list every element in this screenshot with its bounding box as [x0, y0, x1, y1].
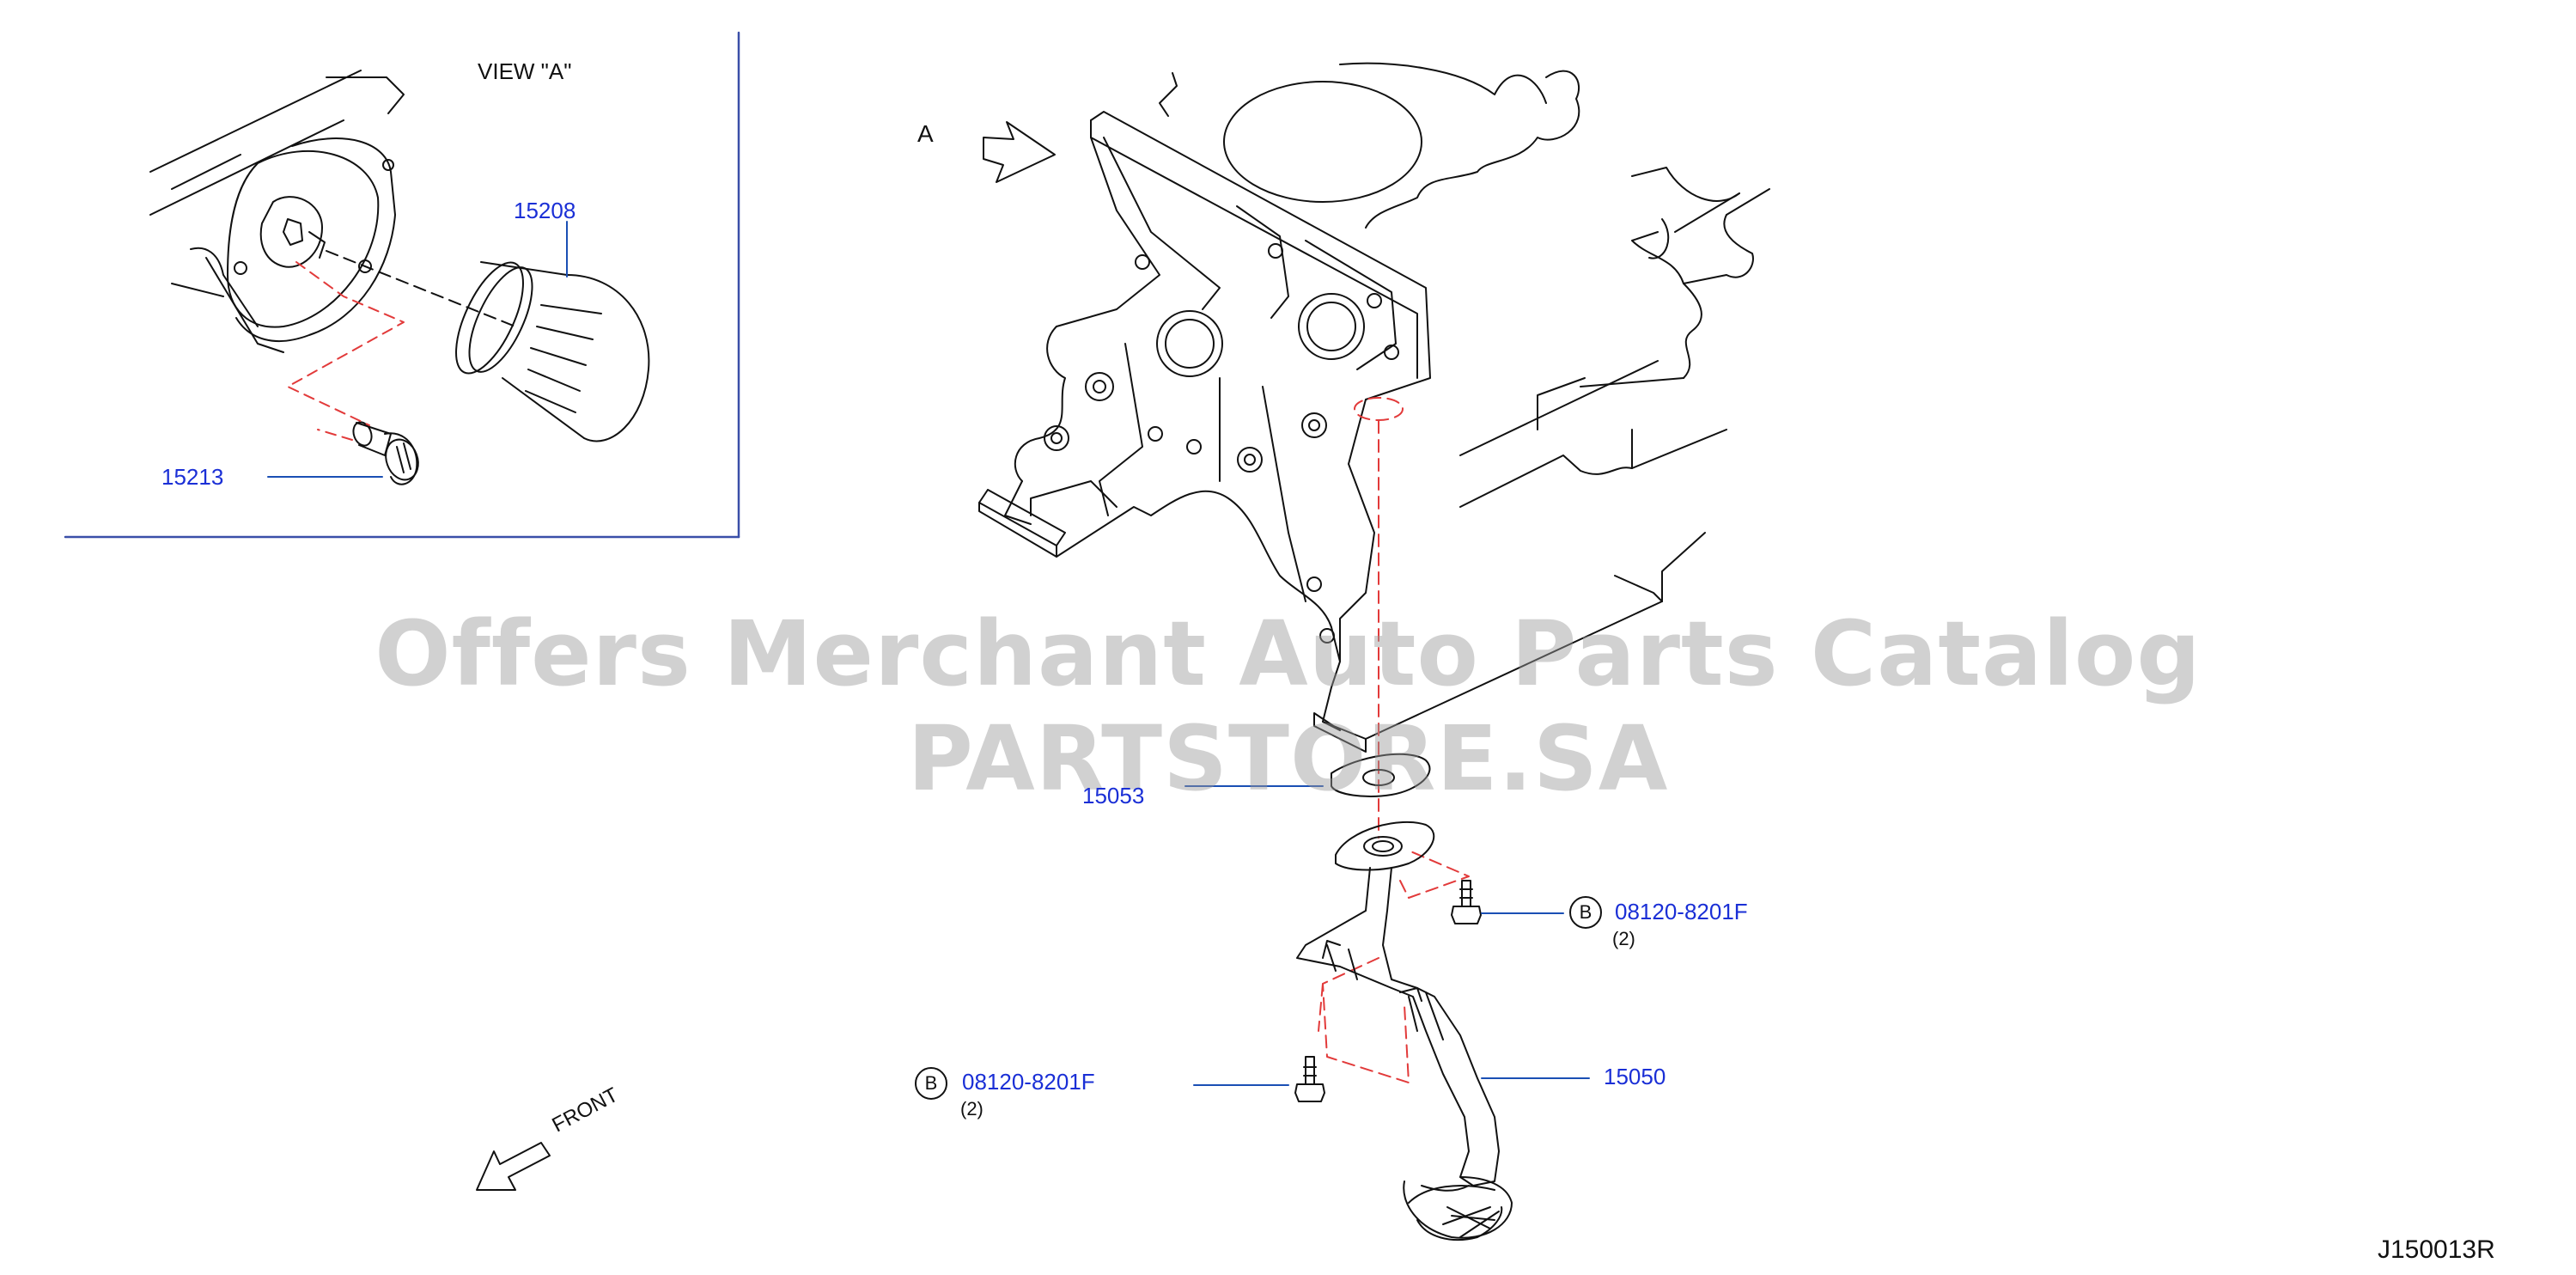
part-number-connector-bolt[interactable]: 15213 [161, 464, 224, 490]
part-number-bolt-lower[interactable]: 08120-8201F [962, 1069, 1095, 1095]
oil-filter-drawing [455, 261, 650, 442]
view-a-frame [64, 31, 740, 539]
main-leaders [1184, 785, 1590, 1086]
bolt-lower-quantity: (2) [960, 1098, 984, 1119]
main-guides [1318, 397, 1470, 1083]
view-arrow-drawing [983, 121, 1056, 183]
engine-block-drawing [1159, 62, 1770, 740]
watermark-text: Offers Merchant Auto Parts Catalog PARTS… [375, 601, 2201, 811]
filter-mount-housing [149, 70, 405, 353]
bolt-upper-circle-badge: B [1569, 896, 1602, 929]
front-cover-drawing [978, 111, 1431, 753]
view-title: VIEW "A" [478, 58, 572, 84]
oil-strainer-drawing [1296, 821, 1513, 1241]
front-arrow-icon [476, 1142, 551, 1191]
bolt-upper-quantity: (2) [1612, 928, 1635, 949]
part-number-oil-strainer[interactable]: 15050 [1604, 1064, 1666, 1089]
bolt-upper-drawing [1451, 880, 1482, 924]
gasket-drawing [1331, 753, 1431, 797]
part-number-oil-filter[interactable]: 15208 [514, 198, 576, 223]
connector-bolt-drawing [352, 421, 419, 485]
view-arrow-label: A [917, 120, 934, 147]
diagram-code: J150013R [2378, 1235, 2495, 1264]
part-number-gasket[interactable]: 15053 [1082, 783, 1145, 808]
bolt-lower-circle-badge: B [915, 1067, 947, 1100]
inset-leaders [267, 221, 568, 478]
part-number-bolt-upper[interactable]: 08120-8201F [1615, 899, 1748, 924]
view-a-guides [287, 250, 516, 441]
bolt-lower-drawing [1294, 1056, 1325, 1102]
